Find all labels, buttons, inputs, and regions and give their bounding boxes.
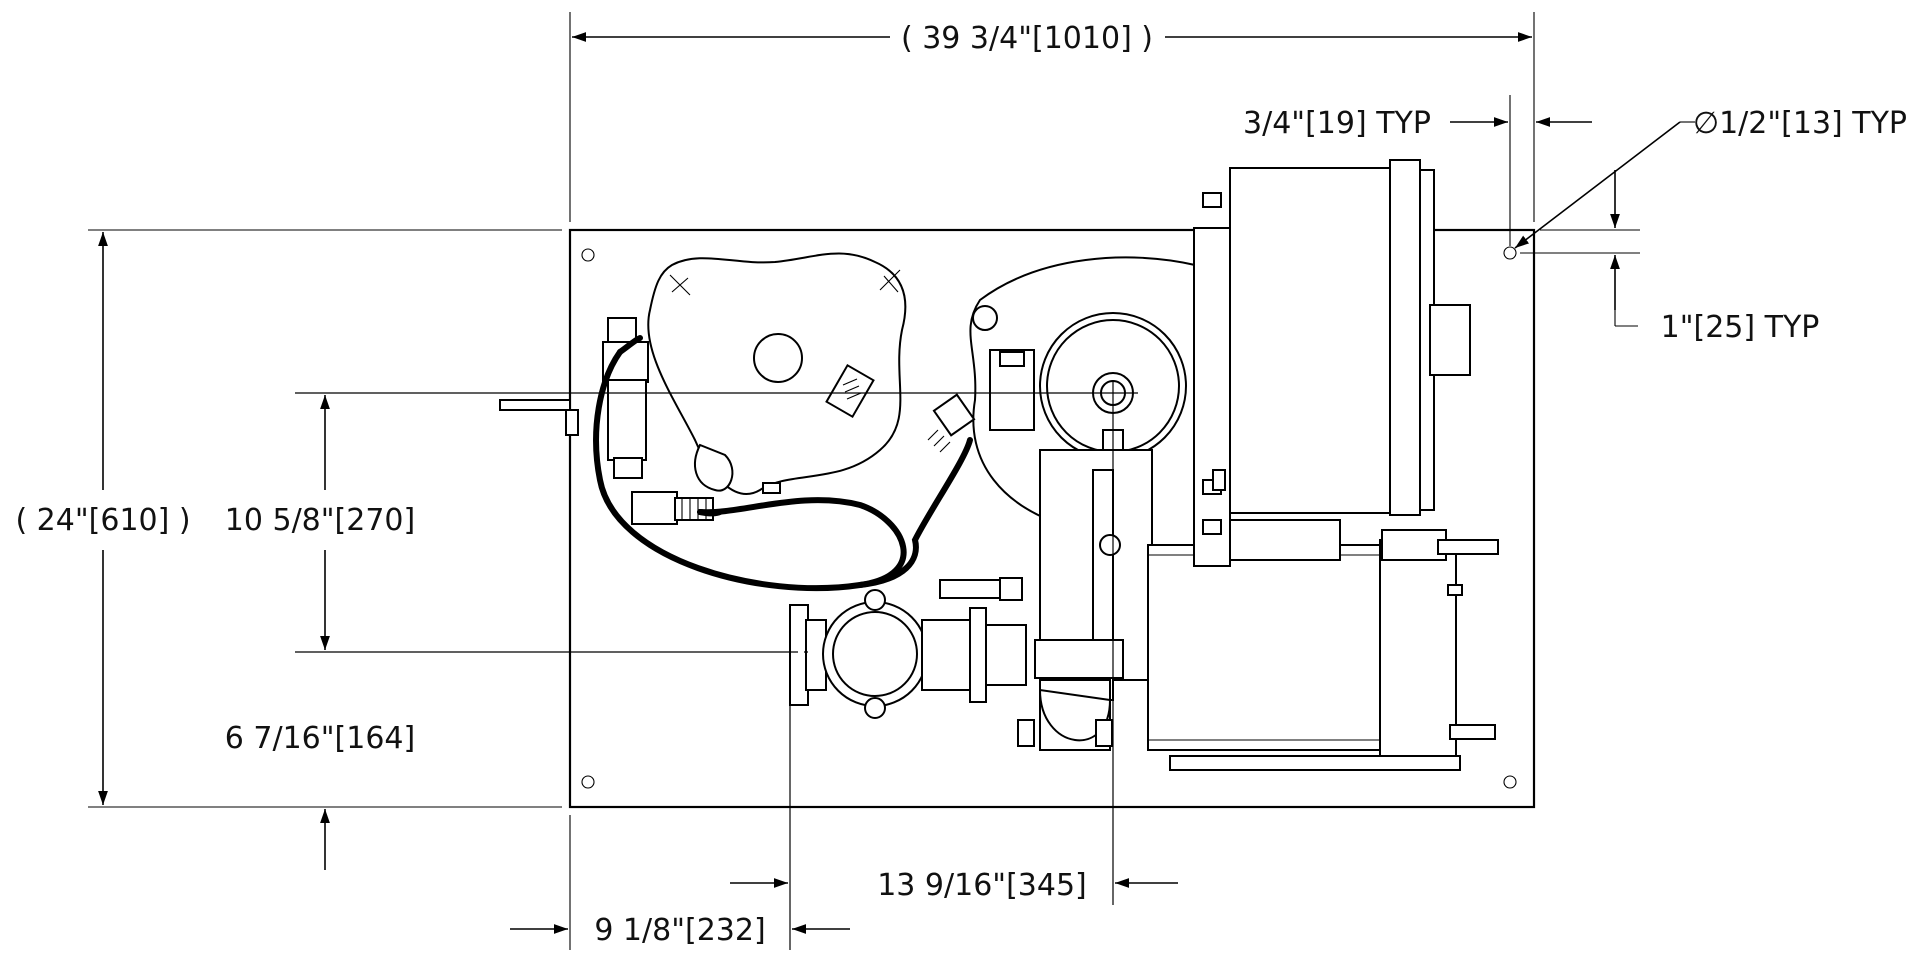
dim-overall-width: ( 39 3/4"[1010] ) xyxy=(569,12,1535,222)
dim-hole-edge-offset: 3/4"[19] TYP xyxy=(1243,95,1592,246)
inlet-offset-label: 9 1/8"[232] xyxy=(594,913,765,948)
outlet-offset-label: 13 9/16"[345] xyxy=(877,868,1087,903)
overall-width-label: ( 39 3/4"[1010] ) xyxy=(901,21,1153,56)
discharge-pipe xyxy=(1017,449,1153,751)
dim-hole-diameter: ∅1/2"[13] TYP xyxy=(1514,106,1907,249)
overall-height-label: ( 24"[610] ) xyxy=(15,503,190,538)
mounting-hole-bottom-left xyxy=(581,775,595,789)
dim-hole-vertical-offset: 1"[25] TYP xyxy=(1520,170,1819,345)
hole-edge-offset-label: 3/4"[19] TYP xyxy=(1243,106,1431,141)
dim-inlet-offset: 9 1/8"[232] xyxy=(510,815,850,950)
mounting-hole-top-right xyxy=(1503,246,1517,260)
inlet-height-label: 6 7/16"[164] xyxy=(225,721,415,756)
inlet-fitting xyxy=(789,577,1027,719)
outlet-height-label: 10 5/8"[270] xyxy=(225,503,415,538)
valve-body xyxy=(647,252,907,495)
dim-overall-height: ( 24"[610] ) xyxy=(15,229,562,808)
mounting-hole-bottom-right xyxy=(1503,775,1517,789)
dim-outlet-offset: 13 9/16"[345] xyxy=(730,868,1178,903)
dim-outlet-height: 10 5/8"[270] xyxy=(225,395,415,650)
hose xyxy=(593,349,907,592)
mounting-hole-top-left xyxy=(581,248,595,262)
hole-vertical-offset-label: 1"[25] TYP xyxy=(1661,310,1820,345)
base-plate xyxy=(568,228,1536,809)
control-box xyxy=(1193,159,1471,567)
dim-inlet-height: 6 7/16"[164] xyxy=(225,721,415,870)
motor xyxy=(1147,519,1499,771)
hole-diameter-label: ∅1/2"[13] TYP xyxy=(1693,106,1907,141)
